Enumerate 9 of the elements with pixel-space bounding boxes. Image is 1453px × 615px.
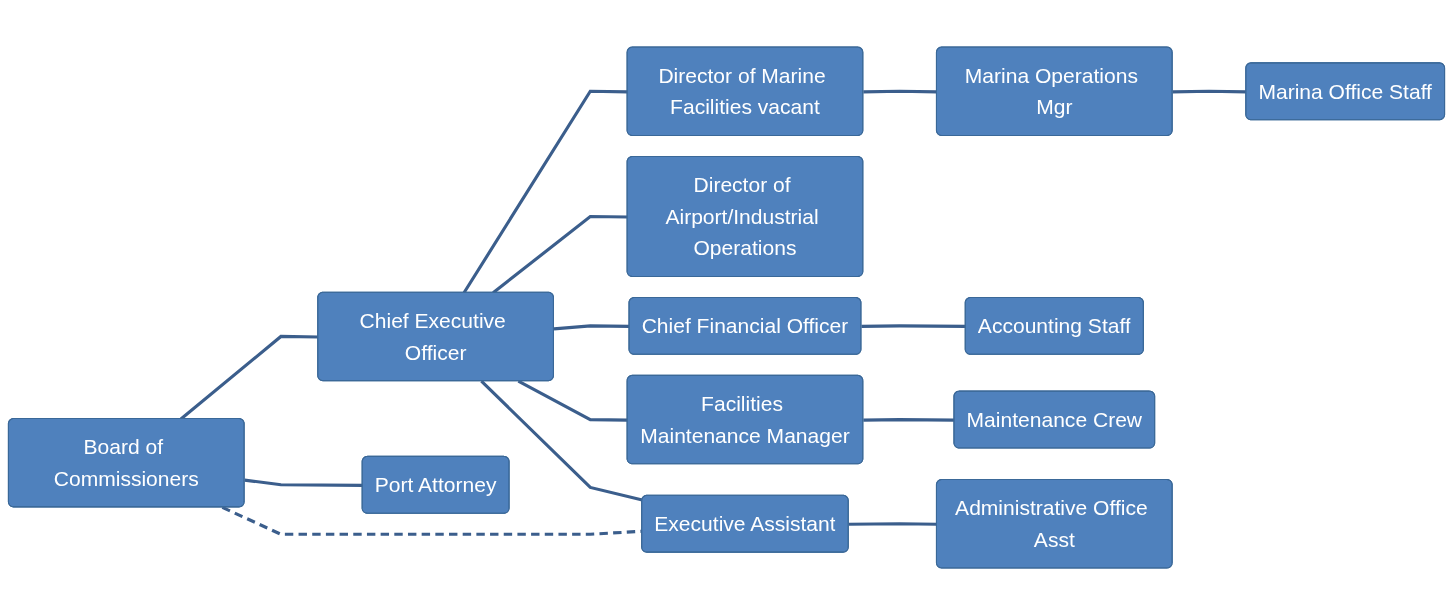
connector xyxy=(244,478,363,487)
connector xyxy=(863,89,937,94)
connector xyxy=(517,379,628,422)
connector xyxy=(462,89,628,294)
connector xyxy=(848,522,937,526)
connector xyxy=(861,324,966,328)
connector xyxy=(480,380,643,502)
connector xyxy=(553,324,630,331)
connector xyxy=(492,214,628,294)
